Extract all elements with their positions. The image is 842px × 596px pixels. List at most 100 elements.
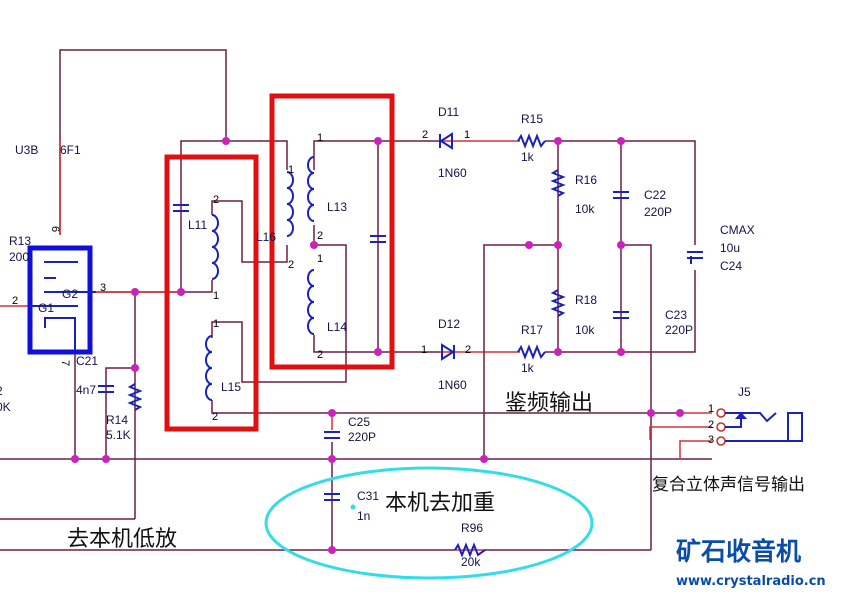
g2-label: G2 — [62, 287, 78, 301]
c25-value: 220P — [348, 430, 376, 444]
resistor-r17 — [517, 344, 546, 360]
c21-ref: C21 — [76, 354, 98, 368]
wire-l16-top — [180, 140, 288, 290]
junction — [617, 137, 625, 145]
tube-pin-3: 3 — [100, 282, 106, 294]
j5-pin-1: 1 — [708, 403, 714, 415]
wire-l15-bottom — [211, 400, 680, 414]
jack-pin-1[interactable] — [716, 408, 726, 418]
d12-value: 1N60 — [438, 378, 467, 392]
r15-value: 1k — [521, 150, 535, 164]
r14-ref: R14 — [106, 413, 128, 427]
junction — [328, 546, 336, 554]
jack-j5[interactable] — [716, 408, 803, 446]
pin-num: 2 — [288, 259, 294, 271]
junction — [222, 137, 230, 145]
jack-pin-2[interactable] — [716, 422, 726, 432]
c25-ref: C25 — [348, 415, 370, 429]
j5-pin-2: 2 — [708, 419, 714, 431]
l16-label: L16 — [256, 230, 276, 244]
inductor-l16 — [286, 171, 294, 237]
capacitor-c23 — [613, 311, 629, 319]
capacitor-c22 — [613, 191, 629, 199]
d11-value: 1N60 — [438, 166, 467, 180]
j5-ref: J5 — [738, 385, 751, 399]
junction — [310, 241, 318, 249]
junction — [480, 455, 488, 463]
junction — [328, 455, 336, 463]
r17-value: 1k — [521, 361, 535, 375]
jack-pin-3[interactable] — [716, 436, 726, 446]
wire-l11-bottom — [96, 280, 213, 293]
d11-pin-1: 1 — [464, 129, 470, 141]
pin-num: 1 — [288, 164, 294, 176]
l14-label: L14 — [327, 320, 347, 334]
tube-ref: U3B — [15, 143, 38, 157]
c21-value: 4n7 — [76, 383, 96, 397]
junction — [328, 409, 336, 417]
tube-cathode — [44, 317, 76, 350]
resistor-r14 — [127, 383, 143, 411]
junction — [374, 348, 382, 356]
wire-bottom-rail — [545, 270, 696, 353]
d12-pin-2: 2 — [465, 344, 471, 356]
junction — [374, 137, 382, 145]
pin-num: 1 — [213, 318, 219, 330]
highlight-box-primary — [164, 154, 259, 432]
r16-value: 10k — [575, 202, 595, 216]
l11-label: L11 — [188, 218, 207, 232]
inductor-l14 — [307, 269, 315, 335]
wire-mid-right — [621, 244, 652, 550]
resistor-r18 — [550, 289, 566, 317]
diode-d12 — [441, 343, 455, 361]
wire-l16-l11 — [211, 200, 288, 263]
junction — [554, 137, 562, 145]
tube-pin-6: 6 — [49, 226, 61, 232]
wire-plate-feed — [59, 49, 227, 235]
diodes — [439, 132, 455, 361]
junction — [617, 348, 625, 356]
junction — [676, 409, 684, 417]
d12-ref: D12 — [438, 317, 460, 331]
l15-label: L15 — [221, 380, 241, 394]
partial-label-2: 0K — [0, 400, 11, 414]
l13-label: L13 — [327, 200, 347, 214]
annotation-deemphasis: 本机去加重 — [385, 491, 495, 516]
tube-pin-7: 7 — [59, 360, 71, 366]
c24-name: CMAX — [720, 223, 755, 237]
c22-ref: C22 — [644, 188, 666, 202]
inductor-l15 — [205, 335, 213, 401]
r13-ref: R13 — [9, 234, 31, 248]
annotation-to-lowamp: 去本机低放 — [67, 527, 177, 552]
tube-pin-2: 2 — [12, 295, 18, 307]
wire-l13-top — [313, 140, 440, 170]
annotation-discriminator-output: 鉴频输出 — [505, 391, 593, 416]
pin-num: 2 — [317, 349, 323, 361]
cyan-marker — [350, 504, 356, 510]
g1-label: G1 — [38, 301, 54, 315]
wire-j5-3 — [679, 440, 712, 459]
r16-ref: R16 — [575, 173, 597, 187]
partial-label-1: 2 — [0, 384, 3, 398]
r18-ref: R18 — [575, 293, 597, 307]
c24-ref: C24 — [720, 259, 742, 273]
c31-value: 1n — [357, 509, 370, 523]
tube-type: 6F1 — [60, 143, 81, 157]
junctions — [71, 137, 684, 554]
pin-num: 1 — [317, 253, 323, 265]
capacitor-tuning-right — [370, 235, 386, 243]
d12-pin-1: 1 — [421, 344, 427, 356]
junction — [131, 364, 139, 372]
highlight-ellipse-deemphasis — [264, 466, 594, 580]
capacitor-c21 — [98, 385, 114, 393]
capacitor-c24 — [687, 251, 703, 264]
labels: U3B 6F1 6 3 2 7 R13 200 2 0K C21 4n7 R14… — [0, 105, 826, 589]
capacitor-c25 — [324, 431, 340, 439]
logo-text: 矿石收音机 — [676, 537, 801, 566]
junction — [647, 409, 655, 417]
wire-j5-2 — [649, 426, 712, 440]
d11-ref: D11 — [438, 105, 459, 119]
j5-pin-3: 3 — [708, 434, 714, 446]
wire-l14-bottom — [313, 335, 440, 353]
